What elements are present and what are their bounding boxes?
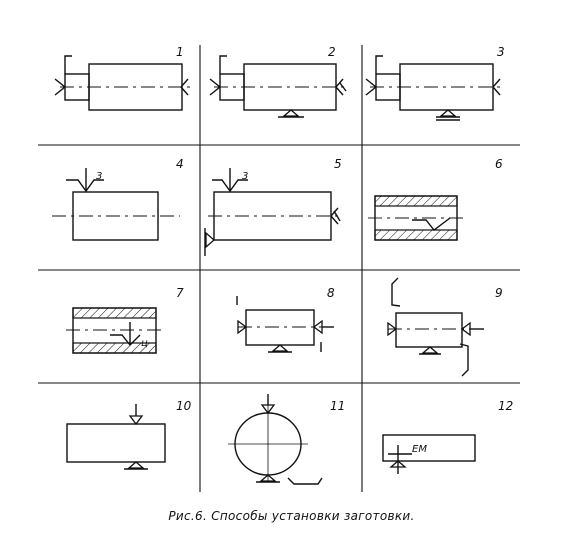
scheme-9: 9 [387, 277, 503, 377]
grid-lines [38, 45, 520, 492]
scheme-10: 10 [66, 399, 192, 470]
scheme-11: 11 [228, 394, 345, 485]
scheme-7: 7 ц [66, 286, 184, 354]
scheme-number-12: 12 [498, 399, 513, 413]
scheme-2: 2 [209, 45, 347, 118]
scheme-number-7: 7 [176, 286, 184, 300]
scheme-number-10: 10 [176, 399, 192, 413]
scheme-number-4: 4 [176, 157, 184, 171]
scheme-8: 8 [236, 286, 335, 353]
scheme-5: 5 3 [204, 157, 342, 256]
scheme-3: 3 [365, 45, 505, 121]
scheme-12: 12 ЕМ [382, 399, 513, 474]
scheme-number-6: 6 [495, 157, 503, 171]
clamp-label-5: 3 [242, 171, 248, 182]
scheme-4: 4 3 [52, 157, 184, 241]
scheme-number-2: 2 [328, 45, 336, 59]
scheme-number-1: 1 [176, 45, 184, 59]
scheme-6: 6 [368, 157, 503, 241]
clamp-label-4: 3 [96, 171, 102, 182]
scheme-number-8: 8 [327, 286, 335, 300]
scheme-number-11: 11 [330, 399, 345, 413]
scheme-1: 1 [54, 45, 190, 111]
scheme-number-5: 5 [334, 157, 342, 171]
scheme-number-9: 9 [495, 286, 503, 300]
figure-caption: Рис.6. Способы установки заготовки. [168, 509, 415, 523]
mandrel-label-7: ц [141, 338, 148, 349]
scheme-number-3: 3 [497, 45, 505, 59]
magnetic-label-12: ЕМ [412, 444, 427, 455]
